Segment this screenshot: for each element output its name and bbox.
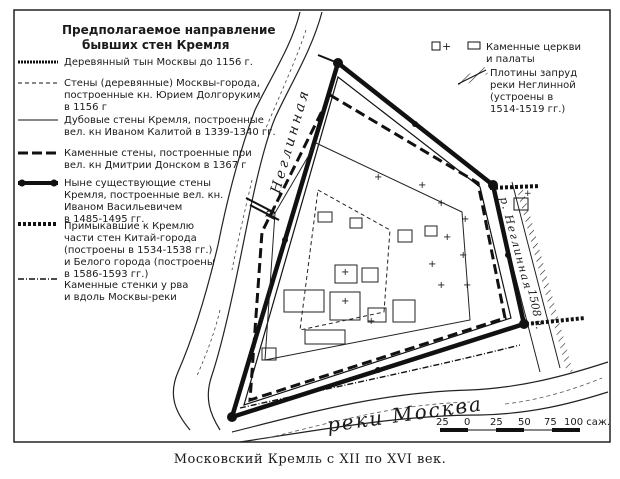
legend-item-6-line2: части стен Китай-города (64, 233, 197, 244)
legend-item-4-line1: Каменные стены, построенные при (64, 148, 252, 159)
svg-text:+: + (341, 296, 349, 307)
current-kremlin-walls (227, 58, 529, 422)
svg-text:+: + (418, 180, 426, 191)
legend-churches-line1: Каменные церкви (486, 42, 581, 53)
legend-churches: + Каменные церкви и палаты (431, 40, 581, 65)
legend-item-5-line1: Ныне существующие стены (64, 178, 211, 189)
svg-text:+: + (428, 259, 436, 270)
legend-item-4-line2: вел. кн Дмитрии Донском в 1367 г (64, 160, 247, 171)
scale-tick-2: 25 (490, 417, 503, 428)
map-caption: Московский Кремль с XII по XVI век. (173, 452, 447, 467)
outer-church: + (513, 189, 532, 211)
svg-text:+: + (374, 172, 382, 183)
legend-item-2-line1: Стены (деревянные) Москвы-города, (64, 78, 260, 89)
interior-buildings (261, 211, 438, 361)
legend-item-5-line2: Кремля, построенные вел. кн. (64, 190, 223, 201)
legend-item-3-line2: вел. кн Иваном Калитой в 1339-1340 гг. (64, 127, 276, 138)
svg-text:+: + (437, 280, 445, 291)
svg-text:+: + (442, 40, 451, 53)
legend-dams-line2: реки Неглинной (490, 80, 576, 91)
legend-swatches (18, 60, 58, 280)
svg-text:+: + (443, 232, 451, 243)
legend-item-5-line4: в 1485-1495 гг. (64, 214, 144, 225)
legend-item-2-line3: в 1156 г (64, 102, 107, 113)
neglinnaya-river (172, 11, 323, 431)
oak-walls-1339 (264, 142, 471, 361)
scale-tick-0: 25 (436, 417, 449, 428)
kitay-gorod-walls (489, 184, 586, 326)
legend-text: Деревянный тын Москвы до 1156 г. Стены (… (64, 57, 276, 303)
wooden-walls-1156 (299, 189, 391, 331)
svg-text:+: + (437, 198, 445, 209)
legend-item-6-line1: Примыкавшие к Кремлю (64, 221, 194, 232)
legend-item-3-line1: Дубовые стены Кремля, построенные (64, 115, 264, 126)
scale-bar: 25 0 25 50 75 100 саж. (436, 417, 610, 432)
legend-dams-line1: Плотины запруд (490, 68, 577, 79)
legend-item-7-line2: и вдоль Москвы-реки (64, 292, 177, 303)
map-title-line2: бывших стен Кремля (82, 38, 229, 52)
map-frame (13, 9, 611, 443)
scale-tick-4: 75 (544, 417, 557, 428)
svg-text:+: + (341, 267, 349, 278)
stone-walls-along-river (239, 344, 521, 409)
scale-tick-1: 0 (464, 417, 470, 428)
legend-item-2-line2: построенные кн. Юрием Долгоруким (64, 90, 260, 101)
legend-item-6-line5: в 1586-1593 гг.) (64, 269, 148, 280)
scale-tick-3: 50 (518, 417, 531, 428)
bridges (245, 54, 339, 221)
legend-dams-line3: (устроены в (490, 92, 553, 103)
legend-churches-line2: и палаты (486, 54, 535, 65)
svg-text:+: + (367, 316, 375, 327)
stone-walls-1367 (248, 92, 507, 403)
svg-text:+: + (459, 250, 467, 261)
legend-dams-line4: 1514-1519 гг.) (490, 104, 565, 115)
legend-item-5-line3: Иваном Васильевичем (64, 202, 182, 213)
svg-text:+: + (461, 214, 469, 225)
svg-text:+: + (463, 280, 471, 291)
map-title-line1: Предполагаемое направление (62, 23, 276, 37)
legend-item-1-line1: Деревянный тын Москвы до 1156 г. (64, 57, 253, 68)
legend-dams: Плотины запруд реки Неглинной (устроены … (456, 66, 577, 115)
river-label-neglinnaya: р. Неглинная (260, 87, 313, 222)
svg-text:+: + (524, 189, 532, 199)
moskva-river (231, 361, 609, 443)
legend-item-6-line3: (построены в 1534-1538 гг.) (64, 245, 213, 256)
legend-item-7-line1: Каменные стенки у рва (64, 280, 188, 291)
legend-item-6-line4: и Белого города (построены (64, 257, 215, 268)
scale-tick-5: 100 саж. (564, 417, 610, 428)
church-crosses: +++ +++ +++ +++ (341, 172, 471, 327)
